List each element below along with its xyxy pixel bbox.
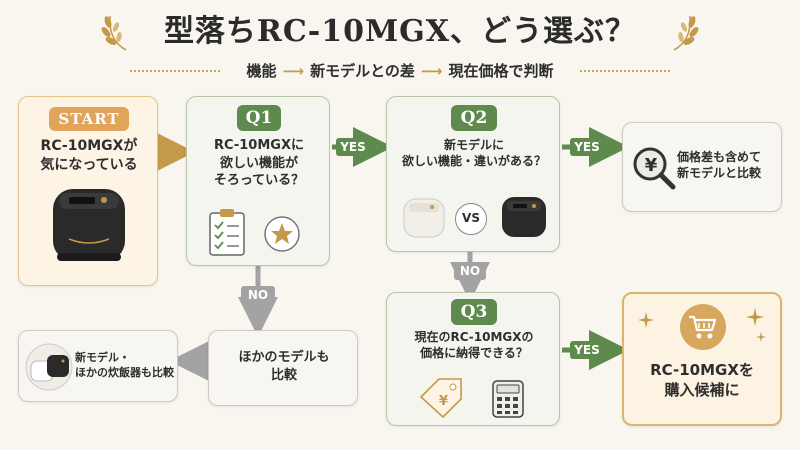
subtitle-part-3: 現在価格で判断: [448, 62, 554, 80]
q2-line-1: 新モデルに: [443, 138, 504, 152]
q1-text: RC-10MGXに 欲しい機能が そろっている？: [187, 137, 331, 190]
q1-badge: Q1: [237, 105, 281, 131]
sparkle-small-icon: [756, 332, 766, 342]
q2-badge: Q2: [451, 105, 497, 131]
q3-line-2: 価格に納得できる？: [420, 346, 528, 361]
magnifier-yen-icon: [633, 147, 676, 190]
subtitle-arrow-2: ⟶: [420, 62, 443, 80]
q2-card: Q2 新モデルに 欲しい機能・違いがある？ VS: [386, 96, 560, 252]
rice-cookers-group-icon: [25, 343, 73, 391]
laurel-left-icon: [101, 15, 127, 51]
subtitle-dots-left: [130, 70, 220, 72]
start-line-2: 気になっている: [40, 156, 138, 173]
cart-circle: [680, 304, 726, 350]
q2-no-label: NO: [454, 262, 486, 280]
result-compare-price-card: ¥ 価格差も含めて 新モデルと比較: [622, 122, 782, 212]
page-title: 型落ちRC-10MGX、どう選ぶ？: [163, 14, 637, 49]
compare-note-line-2: ほかの炊飯器も比較: [75, 365, 174, 379]
q1-no-label: NO: [241, 286, 275, 304]
checklist-clipboard-icon: [209, 209, 245, 256]
compare-note-card: 新モデル・ ほかの炊飯器も比較: [18, 330, 178, 402]
q3-text: 現在のRC-10MGXの 価格に納得できる？: [387, 329, 561, 361]
subtitle-arrow-1: ⟶: [282, 62, 305, 80]
star-icon: [264, 216, 300, 252]
other-models-line-1: ほかのモデルも: [238, 350, 330, 365]
shopping-cart-icon: [689, 315, 717, 339]
compare-note-line-1: 新モデル・: [75, 351, 130, 364]
rice-cooker-white-icon: [403, 198, 445, 238]
q2-text: 新モデルに 欲しい機能・違いがある？: [387, 137, 561, 169]
subtitle-part-1: 機能: [246, 62, 277, 80]
start-badge: START: [49, 107, 129, 131]
result-buy-line-2: 購入候補に: [664, 381, 740, 400]
other-models-text: ほかのモデルも 比較: [209, 349, 359, 384]
q1-line-2: 欲しい機能が: [219, 155, 298, 171]
sparkle-left-icon: [638, 312, 654, 328]
other-models-card: ほかのモデルも 比較: [208, 330, 358, 406]
vs-label: VS: [462, 211, 480, 225]
q3-card: Q3 現在のRC-10MGXの 価格に納得できる？ ¥: [386, 292, 560, 426]
q3-badge: Q3: [451, 299, 497, 325]
vs-circle: VS: [455, 203, 487, 235]
start-line-1: RC-10MGXが: [40, 138, 138, 154]
subtitle: 機能 ⟶ 新モデルとの差 ⟶ 現在価格で判断: [0, 60, 800, 81]
result-buy-text: RC-10MGXを 購入候補に: [624, 360, 780, 401]
q1-line-3: そろっている？: [213, 173, 305, 189]
result-compare-line-2: 新モデルと比較: [677, 166, 762, 181]
svg-text:¥: ¥: [439, 394, 448, 409]
other-models-line-2: 比較: [270, 367, 297, 383]
sparkle-right-icon: [746, 308, 764, 326]
q2-line-2: 欲しい機能・違いがある？: [401, 154, 546, 169]
subtitle-part-2: 新モデルとの差: [310, 62, 415, 80]
result-compare-price-text: 価格差も含めて 新モデルと比較: [677, 149, 781, 181]
q2-yes-label: YES: [570, 138, 604, 156]
start-card: START RC-10MGXが 気になっている: [18, 96, 158, 286]
subtitle-dots-right: [580, 70, 670, 72]
compare-note-text: 新モデル・ ほかの炊飯器も比較: [75, 351, 179, 381]
rice-cooker-black-icon: [53, 189, 125, 261]
q3-yes-label: YES: [570, 341, 604, 359]
calculator-icon: [492, 380, 524, 418]
rice-cooker-black-small-icon: [502, 197, 546, 237]
result-buy-card: RC-10MGXを 購入候補に: [622, 292, 782, 426]
laurel-right-icon: [673, 15, 699, 51]
q1-card: Q1 RC-10MGXに 欲しい機能が そろっている？: [186, 96, 330, 266]
start-text: RC-10MGXが 気になっている: [19, 137, 159, 175]
price-tag-yen-icon: ¥: [419, 378, 462, 419]
q1-yes-label: YES: [336, 138, 370, 156]
result-buy-line-1: RC-10MGXを: [650, 361, 754, 379]
result-compare-line-1: 価格差も含めて: [677, 150, 762, 164]
q1-line-1: RC-10MGXに: [214, 138, 304, 153]
q3-line-1: 現在のRC-10MGXの: [414, 330, 534, 344]
yen-glyph: ¥: [644, 155, 658, 176]
